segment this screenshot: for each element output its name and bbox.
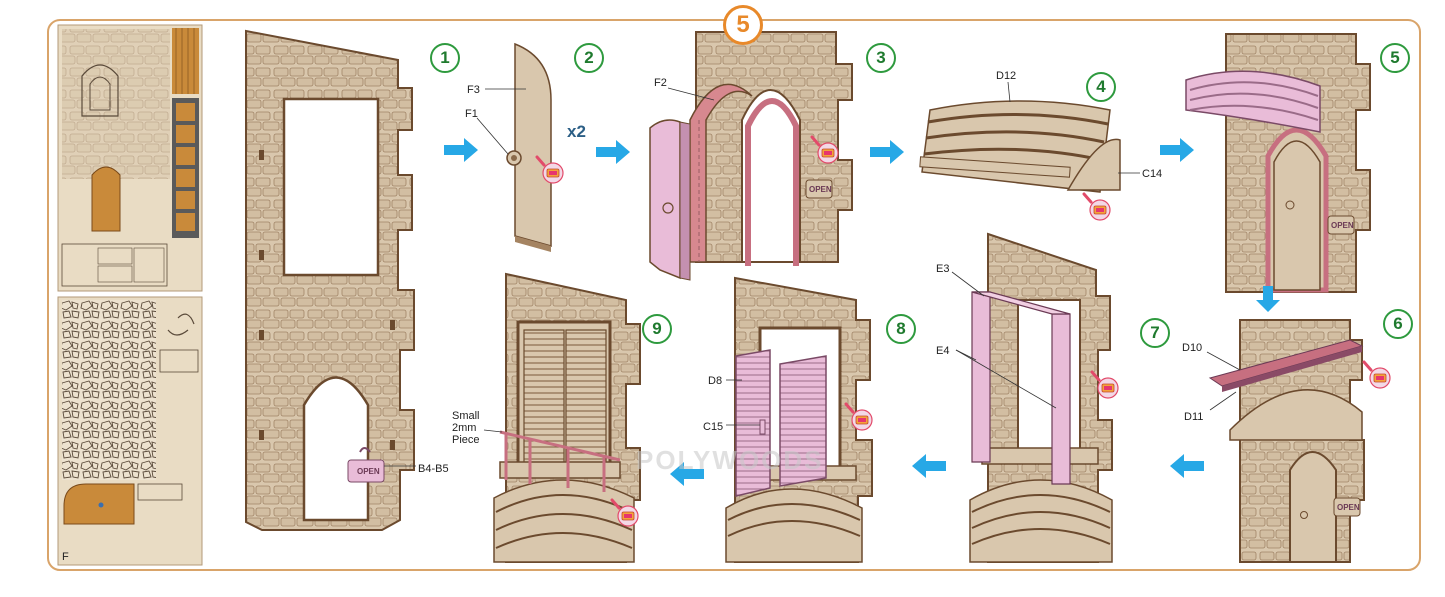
stage-number-badge: 5: [723, 5, 763, 45]
label-d12: D12: [996, 70, 1016, 82]
label-e4: E4: [936, 345, 949, 357]
step-badge-4: 4: [1086, 72, 1116, 102]
step-badge-5: 5: [1380, 43, 1410, 73]
svg-text:OPEN: OPEN: [809, 185, 832, 194]
label-d10: D10: [1182, 342, 1202, 354]
label-e3: E3: [936, 263, 949, 275]
label-d11: D11: [1184, 411, 1203, 423]
step5-wall: OPEN: [1185, 33, 1371, 293]
step-badge-1: 1: [430, 43, 460, 73]
arrow-left-icon: [912, 454, 946, 478]
label-b4-b5: B4-B5: [418, 463, 449, 475]
step-badge-3: 3: [866, 43, 896, 73]
step-badge-2: 2: [574, 43, 604, 73]
step-badge-8: 8: [886, 314, 916, 344]
parts-sheet-bottom: F: [57, 296, 203, 566]
label-small-piece: Small 2mm Piece: [452, 410, 480, 446]
step-badge-7: 7: [1140, 318, 1170, 348]
step8-wall: [725, 276, 874, 563]
parts-sheet-top: [57, 24, 203, 292]
step-badge-6: 6: [1383, 309, 1413, 339]
step2-door-panel: [506, 42, 565, 252]
label-c14: C14: [1142, 168, 1162, 180]
svg-text:OPEN: OPEN: [1337, 503, 1360, 512]
label-f3: F3: [467, 84, 480, 96]
step4-roof: [919, 100, 1121, 222]
step3-wall: OPEN: [649, 31, 853, 281]
brand-watermark: POLYWOODS: [636, 445, 824, 475]
step-badge-9: 9: [642, 314, 672, 344]
quantity-multiplier: x2: [567, 122, 586, 141]
arrow-left-icon: [1170, 454, 1204, 478]
step6-wall: OPEN: [1208, 319, 1392, 563]
open-sign-icon: OPEN: [347, 447, 385, 483]
label-c15: C15: [703, 421, 723, 433]
sheet-label: F: [62, 551, 69, 563]
label-d8: D8: [708, 375, 722, 387]
svg-text:OPEN: OPEN: [1331, 221, 1354, 230]
label-f2: F2: [654, 77, 667, 89]
label-f1: F1: [465, 108, 478, 120]
step9-wall: [493, 272, 641, 563]
arrow-left-icon: [670, 462, 704, 486]
arrow-down-icon: [1256, 286, 1280, 312]
step7-wall: [969, 232, 1120, 563]
svg-text:OPEN: OPEN: [357, 467, 380, 476]
step1-wall: [245, 29, 415, 531]
